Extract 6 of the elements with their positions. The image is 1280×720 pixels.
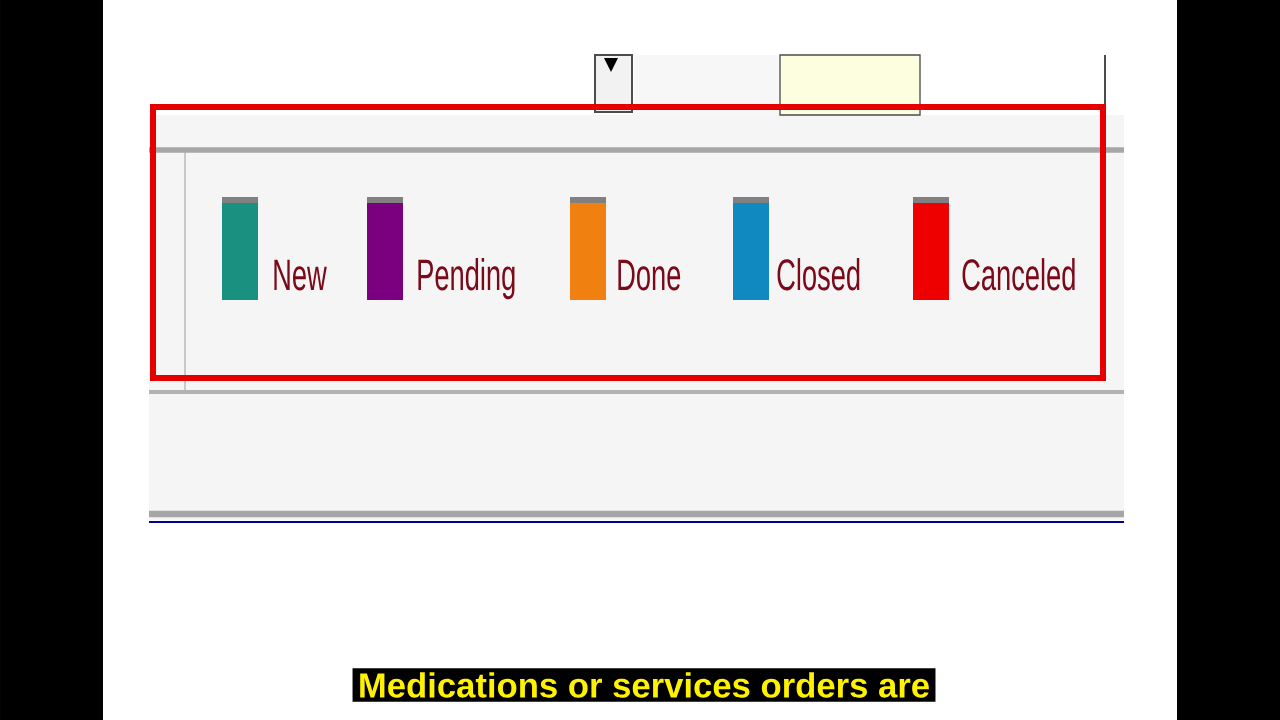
legend-label: Closed	[777, 258, 860, 291]
legend-label: Pending	[418, 258, 515, 300]
legend-label: New	[274, 259, 327, 291]
legend-label: Done	[618, 259, 681, 291]
subtitle: Medications or services orders are	[352, 668, 936, 702]
legend-label: Canceled	[962, 258, 1075, 291]
